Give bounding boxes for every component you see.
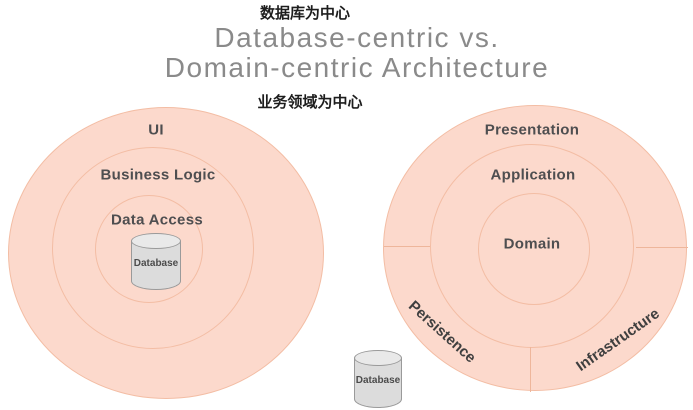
page-title: Database-centric vs. Domain-centric Arch… <box>165 23 549 83</box>
left-database-cylinder-icon: Database <box>131 233 181 290</box>
right-section-divider-left <box>384 246 430 247</box>
chinese-label-database-centric: 数据库为中心 <box>259 5 351 22</box>
right-section-divider-right <box>636 247 688 248</box>
left-database-label: Database <box>133 257 179 269</box>
left-ring-label-business-logic: Business Logic <box>100 166 216 184</box>
right-ring-label-domain: Domain <box>503 235 561 253</box>
right-ring-label-presentation: Presentation <box>484 121 580 139</box>
cylinder-top-ellipse <box>131 233 181 249</box>
right-ring-label-application: Application <box>490 166 576 184</box>
right-database-label: Database <box>355 375 401 387</box>
cylinder-top-ellipse <box>354 350 402 366</box>
right-database-cylinder-icon: Database <box>354 350 402 408</box>
cylinder-body <box>131 241 181 290</box>
left-ring-label-ui: UI <box>148 121 164 139</box>
cylinder-body <box>354 358 402 408</box>
right-section-divider-bottom <box>530 347 531 392</box>
left-ring-label-data-access: Data Access <box>111 211 203 229</box>
title-line-2: Domain-centric Architecture <box>164 52 550 83</box>
title-line-1: Database-centric vs. <box>214 22 500 53</box>
chinese-label-domain-centric: 业务领域为中心 <box>257 94 363 111</box>
right-ring-domain <box>478 193 590 305</box>
